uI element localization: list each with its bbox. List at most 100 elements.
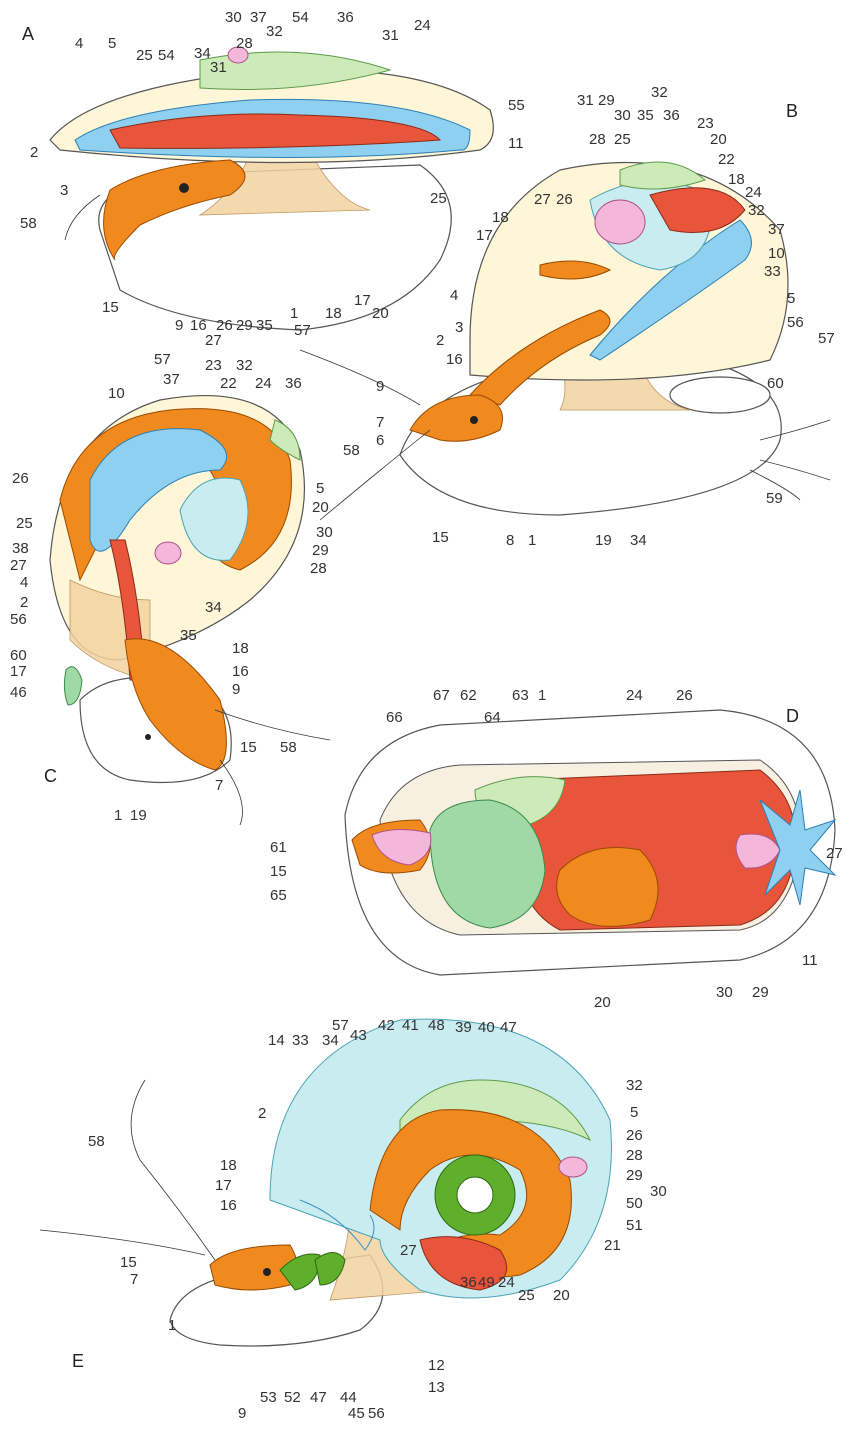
label: 37 [768,221,785,238]
label: 27 [10,557,27,574]
panel-b-gill [589,219,752,361]
label: 32 [266,23,283,40]
label: 9 [376,378,384,395]
label: 17 [354,292,371,309]
label: 28 [589,131,606,148]
label: 24 [745,184,762,201]
label: 24 [255,375,272,392]
label: 1 [538,687,546,704]
label: 29 [598,92,615,109]
label: 27 [400,1242,417,1259]
label: 47 [310,1389,327,1406]
label: 33 [292,1032,309,1049]
panel-c-tentacles [214,709,331,826]
label: 33 [764,263,781,280]
label: 32 [626,1077,643,1094]
panel-a-heart [227,46,249,64]
panel-b-tail-tentacles [749,419,831,501]
label: 32 [748,202,765,219]
label: 15 [102,299,119,316]
label: 27 [826,845,843,862]
label: 54 [292,9,309,26]
label: 50 [626,1195,643,1212]
label: 30 [316,524,333,541]
label: 60 [10,647,27,664]
panel-b-kidney [649,187,746,233]
label: 44 [340,1389,357,1406]
panel-b-tentacle-right [319,429,431,521]
label: 47 [500,1019,517,1036]
panel-b-eye [470,416,478,424]
label: 12 [428,1357,445,1374]
label: 57 [294,322,311,339]
panel-d-gill [759,789,837,906]
panel-b: B 31 29 30 35 32 36 23 20 22 18 24 32 [299,84,835,549]
panel-a-gonad [109,113,442,149]
label: 28 [236,35,253,52]
label: 26 [216,317,233,334]
label: 26 [626,1127,643,1144]
label: 60 [767,375,784,392]
label: 56 [10,611,27,628]
panel-a-tentacle [64,194,101,241]
panel-letter-c: C [44,766,57,786]
panel-b-intestine [539,260,612,280]
label: 17 [10,663,27,680]
label: 3 [455,319,463,336]
label: 49 [478,1274,495,1291]
label: 9 [238,1405,246,1422]
label: 28 [310,560,327,577]
panel-e-kidney [419,1236,508,1291]
label: 57 [154,351,171,368]
label: 58 [88,1133,105,1150]
label: 18 [232,640,249,657]
label: 22 [718,151,735,168]
label: 34 [194,45,211,62]
panel-b-head [409,394,503,442]
label: 11 [508,135,524,152]
panel-letter-b: B [786,101,798,121]
label: 2 [258,1105,266,1122]
panel-d-heart [735,833,781,869]
panel-c-heart [154,541,182,565]
label: 19 [595,532,612,549]
label: 59 [766,490,783,507]
label: 48 [428,1017,445,1034]
label: 18 [325,305,342,322]
label: 26 [676,687,693,704]
label: 65 [270,887,287,904]
panel-a: A 4 5 25 54 34 31 30 28 37 32 54 36 31 [20,9,525,349]
label: 23 [205,357,222,374]
label: 27 [205,332,222,349]
panel-d-labels: 67 62 63 1 24 26 66 64 61 15 65 27 11 30… [270,687,843,1011]
label: 9 [175,317,183,334]
label: 1 [168,1317,176,1334]
label: 2 [20,594,28,611]
label: 26 [556,191,573,208]
label: 27 [534,191,551,208]
label: 54 [158,47,175,64]
label: 15 [240,739,257,756]
label: 36 [337,9,354,26]
panel-c-head [124,638,227,771]
label: 36 [460,1274,477,1291]
label: 25 [518,1287,535,1304]
label: 17 [476,227,493,244]
label: 2 [30,144,38,161]
panel-e-heart [558,1156,588,1178]
label: 63 [512,687,529,704]
label: 42 [378,1017,395,1034]
panel-b-oesophagus [469,309,611,406]
label: 7 [215,777,223,794]
label: 37 [250,9,267,26]
label: 29 [236,317,253,334]
panel-d-buccal [371,829,432,866]
label: 18 [492,209,509,226]
label: 24 [498,1274,515,1291]
label: 16 [190,317,207,334]
label: 22 [220,375,237,392]
label: 4 [450,287,458,304]
label: 61 [270,839,287,856]
label: 62 [460,687,477,704]
